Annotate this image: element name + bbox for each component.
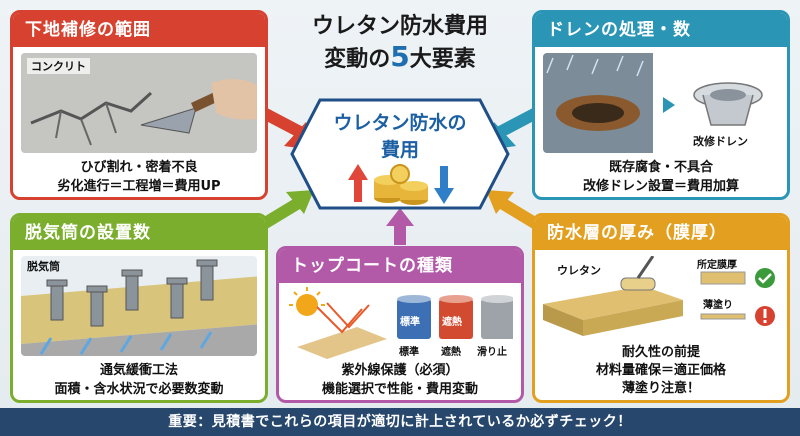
can-standard — [397, 295, 431, 339]
card-topcoat: トップコートの種類 標準 遮熱 標準 遮熱 滑り止め 紫外線保護（必須） 機能選… — [276, 246, 524, 403]
main-title: ウレタン防水費用 変動の5大要素 — [282, 12, 518, 75]
card-thickness-header: 防水層の厚み（膜厚） — [535, 216, 787, 250]
check-icon — [755, 268, 775, 288]
card-thickness-image-label: ウレタン — [557, 264, 601, 277]
card-drain-image: 改修ドレン — [543, 53, 779, 153]
card-topcoat-image: 標準 遮熱 標準 遮熱 滑り止め — [287, 287, 513, 359]
can-antislip — [481, 295, 513, 339]
card-vent-description: 通気緩衝工法 面積・含水状況で必要数変動 — [54, 363, 224, 397]
card-repair: 下地補修の範囲 コンクリト ひび割れ・密着不良 劣化進行＝工程増＝費用UP — [10, 10, 268, 200]
spec-thickness-label: 所定膜厚 — [697, 260, 737, 271]
center-icons — [348, 164, 454, 205]
can-heat — [439, 295, 473, 339]
topcoat-illustration — [289, 287, 513, 359]
drain-illustration — [543, 53, 763, 153]
card-vent: 脱気筒の設置数 脱気筒 通気緩衝工法 面積・含水状況で必要数変動 — [10, 213, 268, 403]
title-number: 5 — [390, 40, 410, 73]
title-line1: ウレタン防水費用 — [311, 14, 488, 39]
card-topcoat-description: 紫外線保護（必須） 機能選択で性能・費用変動 — [321, 363, 478, 397]
card-topcoat-header: トップコートの種類 — [279, 249, 521, 283]
paint-roller-icon — [620, 256, 656, 291]
card-drain-image-label: 改修ドレン — [693, 135, 748, 148]
thin-coat-label: 薄塗り — [703, 300, 733, 311]
arrow-thickness — [486, 190, 542, 231]
warning-icon — [755, 306, 775, 326]
arrow-topcoat — [386, 208, 414, 245]
trowel-icon — [140, 79, 257, 134]
card-repair-image-label: コンクリト — [27, 58, 90, 74]
footer-banner: 重要：見積書でこれらの項目が適切に計上されているか必ずチェック！ — [0, 408, 800, 436]
up-arrow-icon — [348, 164, 368, 202]
card-drain-header: ドレンの処理・数 — [535, 13, 787, 47]
card-vent-image: 脱気筒 — [21, 256, 257, 356]
can-caption-3: 滑り止め — [477, 347, 507, 358]
arrow-vent — [258, 190, 314, 231]
thickness-illustration — [543, 256, 775, 336]
coin-stack-icon — [374, 164, 428, 205]
card-drain: ドレンの処理・数 改修ドレン 既存腐食・不具合 改修ドレン設置＝費用加算 — [532, 10, 790, 200]
title-line2: 変動の5大要素 — [324, 40, 476, 73]
card-vent-header: 脱気筒の設置数 — [13, 216, 265, 250]
can-standard-label: 標準 — [400, 317, 420, 328]
card-thickness: 防水層の厚み（膜厚） ウレタン 所定膜厚 薄塗り 耐久性の前提 材料量確保＝適正… — [532, 213, 790, 403]
rain-icon — [546, 54, 644, 77]
drain-icon — [693, 82, 763, 126]
card-vent-image-label: 脱気筒 — [27, 260, 60, 273]
card-repair-image: コンクリト — [21, 53, 257, 153]
center-hexagon — [290, 98, 510, 210]
center-label: ウレタン防水の 費用 — [333, 112, 467, 161]
down-arrow-icon — [434, 166, 454, 204]
sun-icon — [289, 287, 325, 316]
card-drain-description: 既存腐食・不具合 改修ドレン設置＝費用加算 — [582, 160, 739, 194]
card-thickness-description: 耐久性の前提 材料量確保＝適正価格 薄塗り注意！ — [595, 345, 726, 396]
card-repair-header: 下地補修の範囲 — [13, 13, 265, 47]
card-thickness-image: ウレタン 所定膜厚 薄塗り — [543, 256, 779, 340]
can-caption-2: 遮熱 — [441, 347, 461, 358]
can-caption-1: 標準 — [399, 347, 419, 358]
card-repair-description: ひび割れ・密着不良 劣化進行＝工程増＝費用UP — [57, 160, 221, 194]
can-heat-label: 遮熱 — [442, 317, 462, 328]
vent-illustration — [21, 259, 257, 356]
